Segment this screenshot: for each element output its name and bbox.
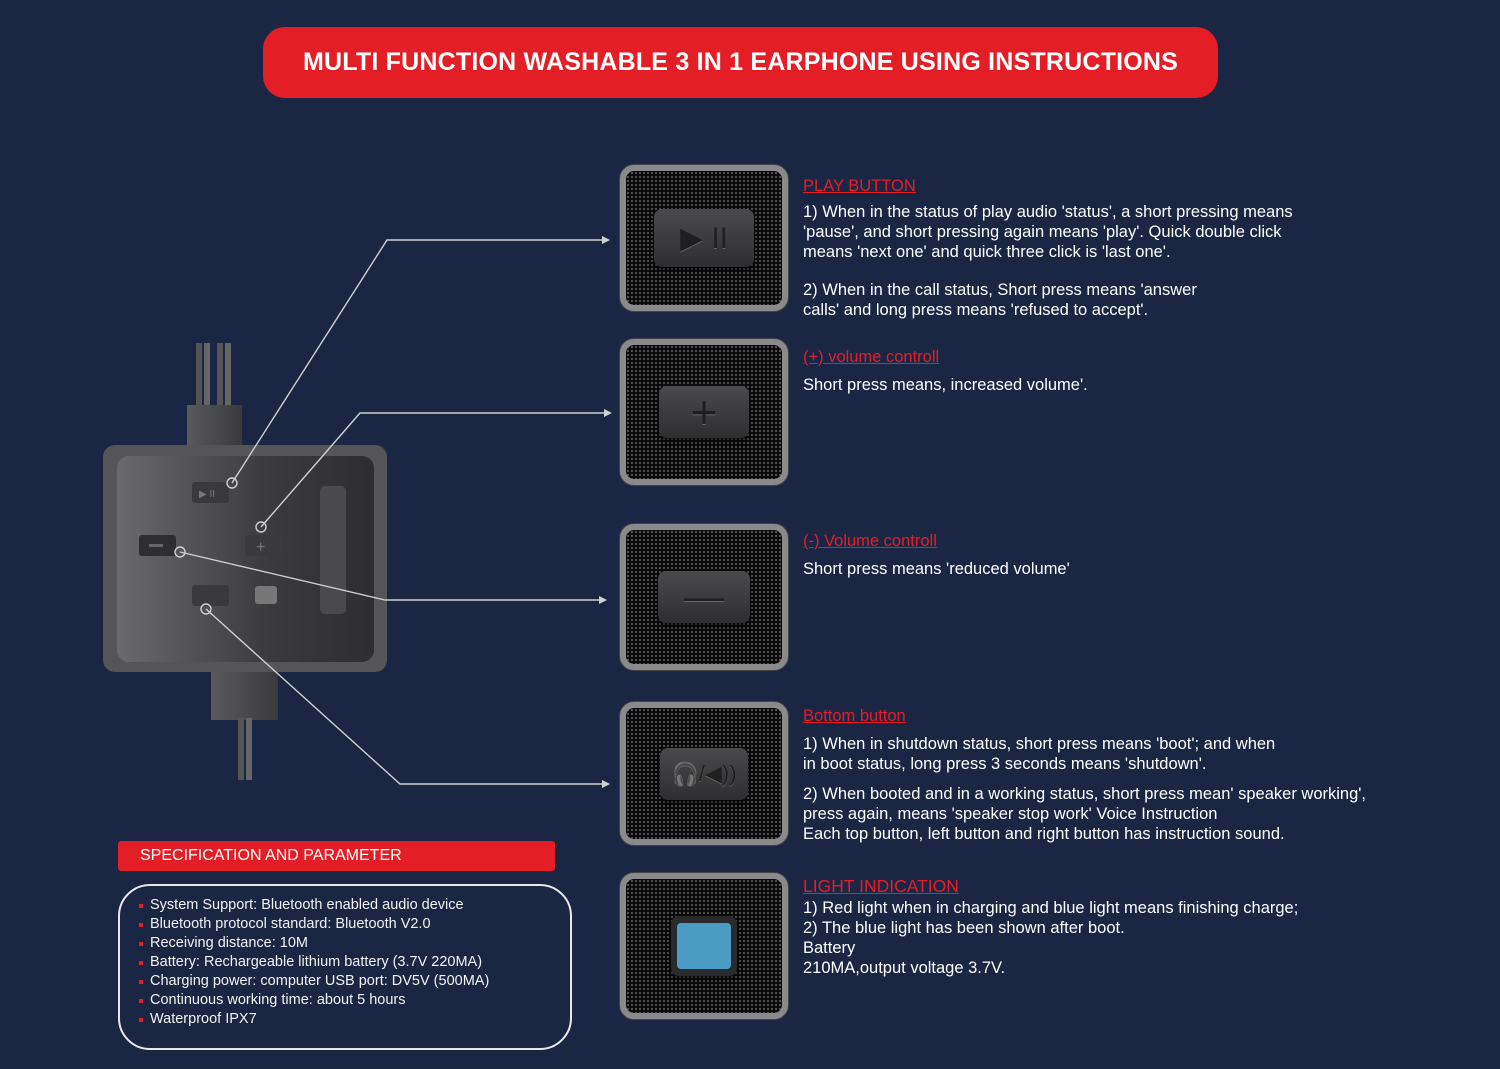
play-button-description: PLAY BUTTON 1) When in the status of pla… bbox=[803, 176, 1333, 330]
paragraph: Battery bbox=[803, 939, 856, 957]
paragraph: Short press means 'reduced volume' bbox=[803, 560, 1070, 578]
svg-text:+: + bbox=[256, 539, 265, 556]
bottom-button-illustration: 🎧/◀)) bbox=[620, 702, 788, 845]
section-heading: Bottom button bbox=[803, 707, 906, 725]
callout-lines bbox=[174, 239, 607, 785]
paragraph: 2) When in the call status, Short press … bbox=[803, 281, 1197, 319]
device-bottom-button bbox=[192, 585, 229, 606]
spec-item: Receiving distance: 10M bbox=[139, 934, 570, 953]
paragraph: Each top button, left button and right b… bbox=[803, 825, 1285, 843]
volume-up-illustration: + bbox=[620, 339, 788, 485]
headphone-speaker-icon: 🎧/◀)) bbox=[660, 747, 748, 800]
device-plus-button bbox=[245, 535, 282, 556]
svg-text:▶ II: ▶ II bbox=[199, 489, 215, 500]
play-pause-icon: ▶ II bbox=[654, 209, 754, 267]
section-heading: (+) volume controll bbox=[803, 348, 940, 366]
paragraph: Short press means, increased volume'. bbox=[803, 376, 1088, 394]
title-banner: MULTI FUNCTION WASHABLE 3 IN 1 EARPHONE … bbox=[263, 27, 1218, 98]
spec-item: Bluetooth protocol standard: Bluetooth V… bbox=[139, 915, 570, 934]
volume-up-description: (+) volume controll Short press means, i… bbox=[803, 347, 1088, 405]
cable-top bbox=[187, 343, 242, 450]
plus-icon: + bbox=[659, 386, 749, 438]
cable-bottom bbox=[211, 668, 278, 780]
paragraph: 1) When in the status of play audio 'sta… bbox=[803, 203, 1293, 261]
section-heading: (-) Volume controll bbox=[803, 532, 937, 550]
paragraph: 1) Red light when in charging and blue l… bbox=[803, 899, 1299, 917]
play-button-illustration: ▶ II bbox=[620, 165, 788, 311]
section-heading: PLAY BUTTON bbox=[803, 177, 916, 195]
device-play-button bbox=[192, 482, 229, 503]
paragraph: 2) When booted and in a working status, … bbox=[803, 785, 1367, 823]
spec-item: Waterproof IPX7 bbox=[139, 1010, 570, 1029]
bottom-button-description: Bottom button 1) When in shutdown status… bbox=[803, 706, 1403, 854]
spec-item: System Support: Bluetooth enabled audio … bbox=[139, 896, 570, 915]
volume-down-illustration: — bbox=[620, 524, 788, 670]
paragraph: 2) The blue light has been shown after b… bbox=[803, 919, 1125, 937]
led-illustration bbox=[620, 873, 788, 1019]
light-indication-description: LIGHT INDICATION 1) Red light when in ch… bbox=[803, 876, 1298, 978]
spec-title: SPECIFICATION AND PARAMETER bbox=[118, 841, 555, 871]
paragraph: 210MA,output voltage 3.7V. bbox=[803, 959, 1006, 977]
minus-icon: — bbox=[658, 571, 750, 623]
paragraph: 1) When in shutdown status, short press … bbox=[803, 735, 1276, 773]
volume-down-description: (-) Volume controll Short press means 'r… bbox=[803, 531, 1070, 589]
spec-item: Charging power: computer USB port: DV5V … bbox=[139, 972, 570, 991]
device-led bbox=[255, 586, 277, 604]
section-heading: LIGHT INDICATION bbox=[803, 876, 959, 896]
spec-item: Continuous working time: about 5 hours bbox=[139, 991, 570, 1010]
led-light-icon bbox=[671, 916, 737, 976]
spec-box: System Support: Bluetooth enabled audio … bbox=[118, 884, 572, 1050]
spec-item: Battery: Rechargeable lithium battery (3… bbox=[139, 953, 570, 972]
